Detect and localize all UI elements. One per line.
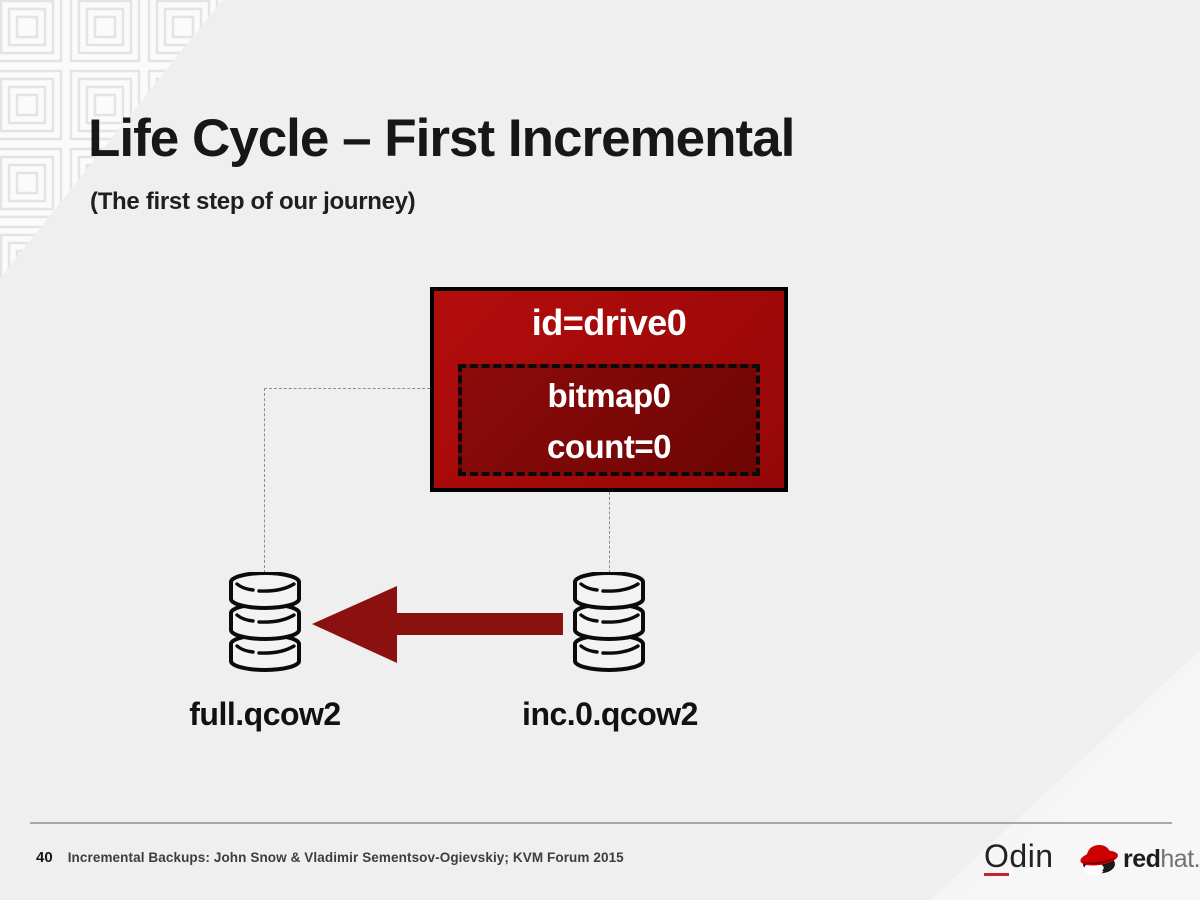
disk-label-inc0: inc.0.qcow2 [522, 696, 698, 732]
connector-vertical-left [264, 388, 265, 573]
disk-icon-inc0 [570, 571, 648, 672]
bitmap-count-label: count=0 [547, 428, 671, 466]
bitmap-name-label: bitmap0 [547, 377, 671, 414]
database-cylinder-icon [229, 571, 301, 672]
slide-subtitle: (The first step of our journey) [90, 188, 416, 215]
connector-horizontal [264, 388, 430, 389]
redhat-logo-hat: hat. [1160, 844, 1200, 873]
odin-logo-rest: din [1009, 838, 1054, 874]
footer-caption: Incremental Backups: John Snow & Vladimi… [67, 850, 624, 865]
database-cylinder-icon [573, 571, 645, 672]
drive-id-label: id=drive0 [531, 302, 687, 343]
footer-divider [30, 822, 1172, 824]
disk-icon-full [226, 571, 304, 672]
slide-title: Life Cycle – First Incremental [88, 109, 795, 168]
bitmap-box: bitmap0 count=0 [458, 364, 760, 476]
redhat-logo-red: red [1123, 844, 1161, 873]
redhat-logo: redhat. [1078, 840, 1200, 878]
disk-label-full: full.qcow2 [189, 696, 341, 732]
footer: 40 Incremental Backups: John Snow & Vlad… [36, 849, 624, 866]
drive-box: id=drive0 bitmap0 count=0 [430, 287, 788, 492]
connector-vertical-right [609, 492, 610, 573]
copy-arrow-left-icon [312, 586, 563, 663]
odin-logo-o: O [984, 838, 1010, 876]
odin-logo: Odin [984, 838, 1054, 876]
redhat-fedora-icon [1080, 844, 1118, 876]
page-number: 40 [36, 849, 53, 866]
redhat-logo-text: redhat. [1123, 845, 1200, 874]
